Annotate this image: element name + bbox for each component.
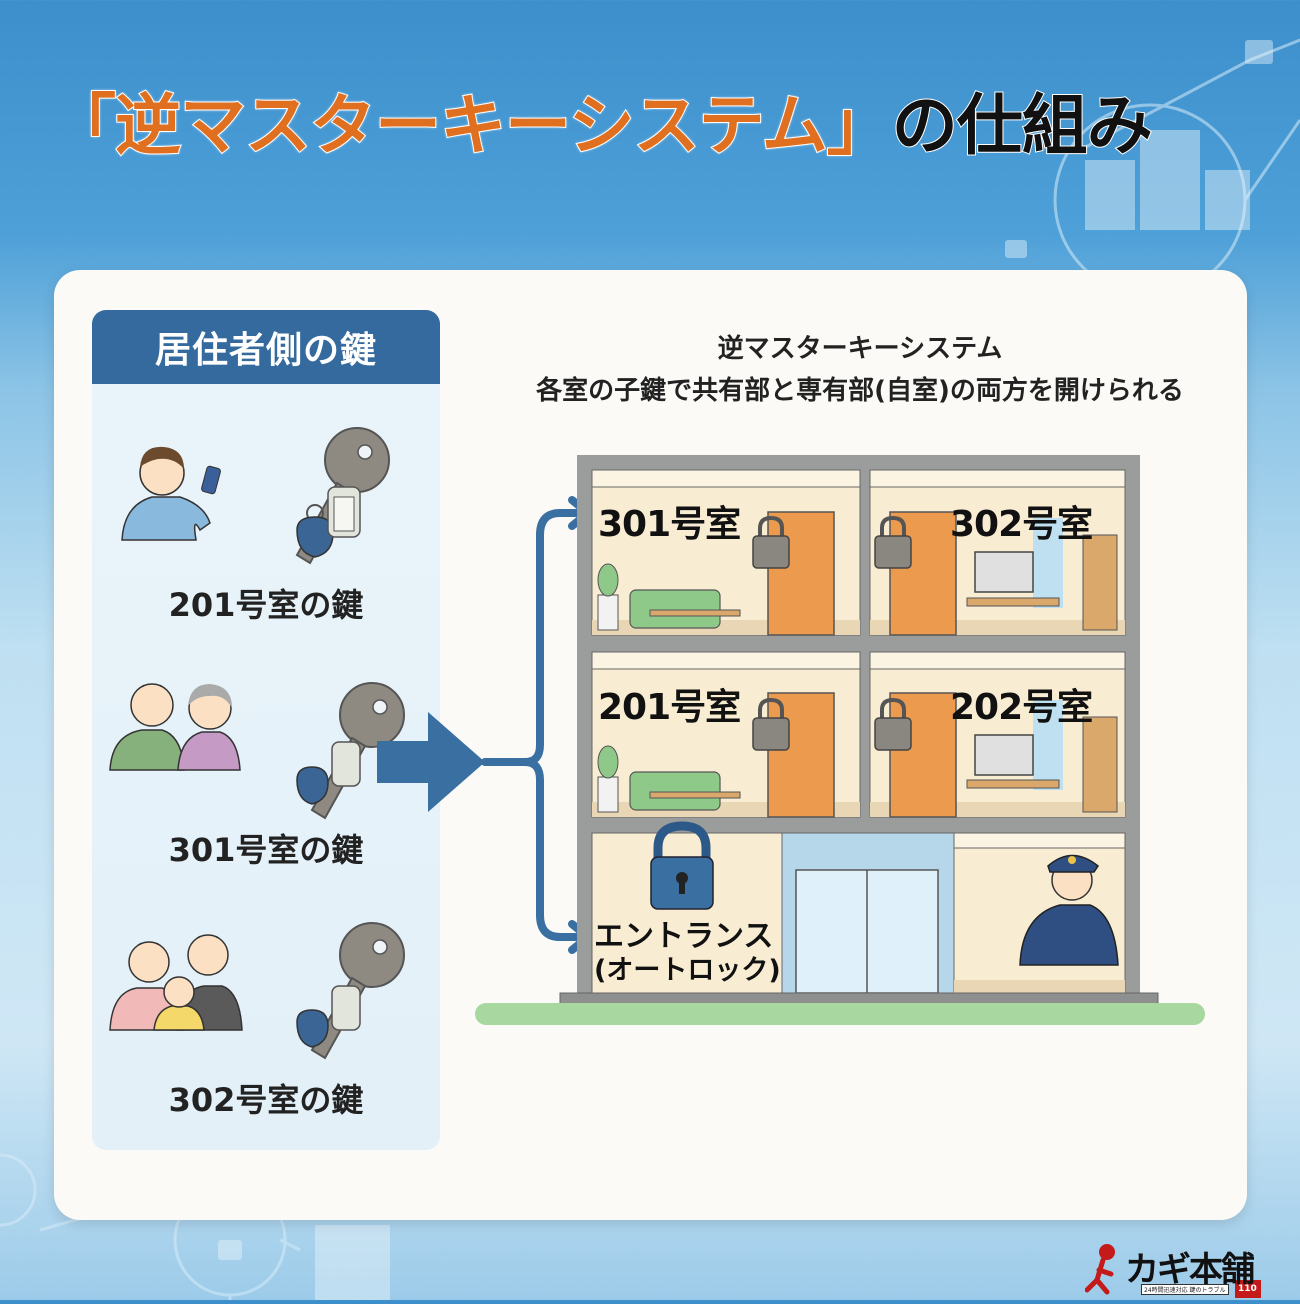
padlock-icon xyxy=(752,697,790,751)
key-label: 201号室の鍵 xyxy=(168,586,364,624)
padlock-icon xyxy=(752,515,790,569)
key-label: 302号室の鍵 xyxy=(168,1081,364,1119)
diagram-subtitle: 逆マスターキーシステム 各室の子鍵で共有部と専有部(自室)の両方を開けられる xyxy=(480,328,1240,412)
resident-man-with-key-illustration xyxy=(121,427,390,565)
resident-keys-panel: 居住者側の鍵 201号室の鍵 xyxy=(92,310,440,1150)
key-fob-icon xyxy=(296,486,361,558)
title-rest: の仕組み xyxy=(891,86,1154,165)
room-label-302: 302号室 xyxy=(950,504,1093,545)
room-202 xyxy=(869,651,1126,818)
room-label-201: 201号室 xyxy=(598,687,741,728)
brand-name: カギ本舗 xyxy=(1125,1250,1255,1290)
title-highlight: 「逆マスターキーシステム」 xyxy=(49,86,894,165)
page-title: 「逆マスターキーシステム」の仕組み xyxy=(49,72,1154,168)
key-item-201: 201号室の鍵 xyxy=(92,405,440,645)
brand-badge: 110 xyxy=(1238,1284,1257,1294)
entrance-label-line1: エントランス xyxy=(594,919,774,954)
subtitle-line-1: 逆マスターキーシステム xyxy=(717,334,1003,364)
key-label: 301号室の鍵 xyxy=(168,831,364,869)
padlock-icon xyxy=(874,697,912,751)
security-guard-illustration xyxy=(1019,854,1119,966)
room-201 xyxy=(591,651,861,818)
entrance-floor xyxy=(591,821,1126,994)
ground-grass xyxy=(475,1003,1205,1025)
branch-arrows xyxy=(481,496,595,954)
key-item-302: 302号室の鍵 xyxy=(92,900,440,1140)
key-item-301: 301号室の鍵 xyxy=(92,650,440,890)
brand-logo: カギ本舗 24時間迅速対応 鍵のトラブル 110 xyxy=(1084,1240,1265,1300)
brand-tagline: 24時間迅速対応 鍵のトラブル xyxy=(1141,1284,1229,1295)
resident-elderly-couple-with-key-illustration xyxy=(109,682,405,820)
entrance-label: エントランス (オートロック) xyxy=(594,920,781,988)
room-label-301: 301号室 xyxy=(598,504,741,545)
entrance-padlock-icon xyxy=(650,821,714,910)
entrance-label-line2: (オートロック) xyxy=(594,955,781,986)
big-right-arrow-icon xyxy=(377,712,485,812)
padlock-icon xyxy=(874,515,912,569)
resident-keys-header: 居住者側の鍵 xyxy=(92,310,440,384)
running-man-logo-icon xyxy=(1084,1244,1261,1298)
room-302 xyxy=(869,469,1126,636)
resident-family-with-key-illustration xyxy=(109,922,405,1060)
subtitle-line-2: 各室の子鍵で共有部と専有部(自室)の両方を開けられる xyxy=(536,376,1184,406)
room-301 xyxy=(591,469,861,636)
room-label-202: 202号室 xyxy=(950,687,1093,728)
